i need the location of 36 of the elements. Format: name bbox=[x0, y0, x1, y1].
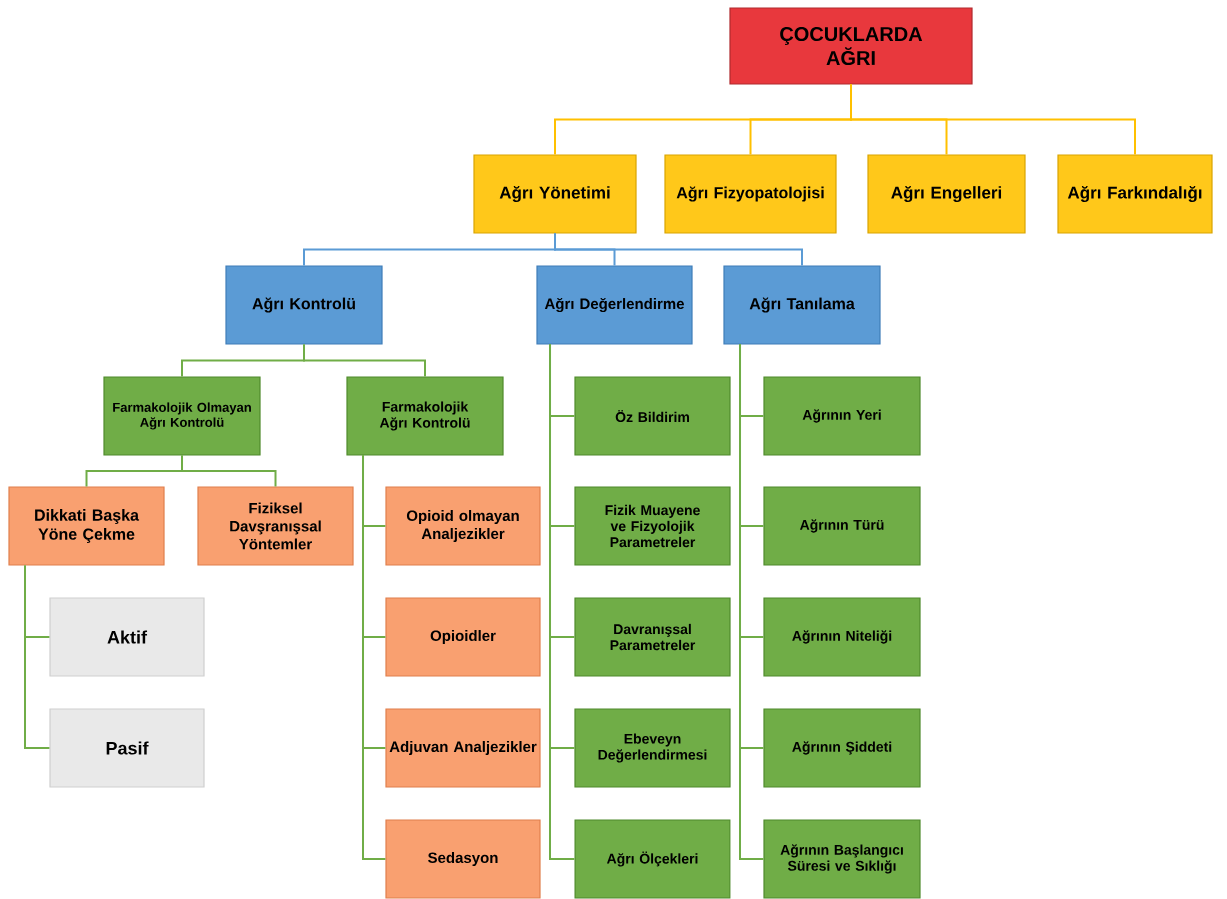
category-box: Farmakolojik Ağrı Kontrolü bbox=[346, 376, 504, 456]
category-box: Opioidler bbox=[385, 597, 541, 677]
category-box: Ağrı Yönetimi bbox=[473, 154, 637, 234]
category-box: Ağrı Kontrolü bbox=[225, 265, 383, 345]
category-box: Dikkati Başka Yöne Çekme bbox=[8, 486, 165, 566]
category-box: Aktif bbox=[49, 597, 205, 677]
category-box: Ağrı Farkındalığı bbox=[1057, 154, 1213, 234]
category-box: Farmakolojik Olmayan Ağrı Kontrolü bbox=[103, 376, 261, 456]
category-box: Davranışsal Parametreler bbox=[574, 597, 731, 677]
category-box: Ağrının Şiddeti bbox=[763, 708, 921, 788]
category-box: Pasif bbox=[49, 708, 205, 788]
connector-line bbox=[24, 564, 51, 749]
category-box: Ağrının Yeri bbox=[763, 376, 921, 456]
category-box: Ağrı Tanılama bbox=[723, 265, 881, 345]
category-box: Ağrının Niteliği bbox=[763, 597, 921, 677]
connector-line bbox=[303, 343, 426, 378]
category-box: Ağrının Başlangıcı Süresi ve Sıklığı bbox=[763, 819, 921, 899]
category-box: Fizik Muayene ve Fizyolojik Parametreler bbox=[574, 486, 731, 566]
category-box: Öz Bildirim bbox=[574, 376, 731, 456]
category-box: Ağrının Türü bbox=[763, 486, 921, 566]
category-box: Ağrı Fizyopatolojisi bbox=[664, 154, 837, 234]
category-box: Ağrı Engelleri bbox=[867, 154, 1026, 234]
category-box: Ağrı Ölçekleri bbox=[574, 819, 731, 899]
connector-line bbox=[181, 454, 277, 488]
category-box: Adjuvan Analjezikler bbox=[385, 708, 541, 788]
connector-line bbox=[554, 232, 803, 267]
category-box: Fiziksel Davşranışsal Yöntemler bbox=[197, 486, 354, 566]
connector-line bbox=[549, 343, 576, 860]
title-box: ÇOCUKLARDA AĞRI bbox=[729, 7, 973, 85]
connector-line bbox=[362, 454, 387, 860]
connector-line bbox=[739, 343, 765, 860]
category-box: Opioid olmayan Analjezikler bbox=[385, 486, 541, 566]
category-box: Ağrı Değerlendirme bbox=[536, 265, 693, 345]
category-box: Sedasyon bbox=[385, 819, 541, 899]
category-box: Ebeveyn Değerlendirmesi bbox=[574, 708, 731, 788]
connector-line bbox=[850, 83, 1136, 156]
